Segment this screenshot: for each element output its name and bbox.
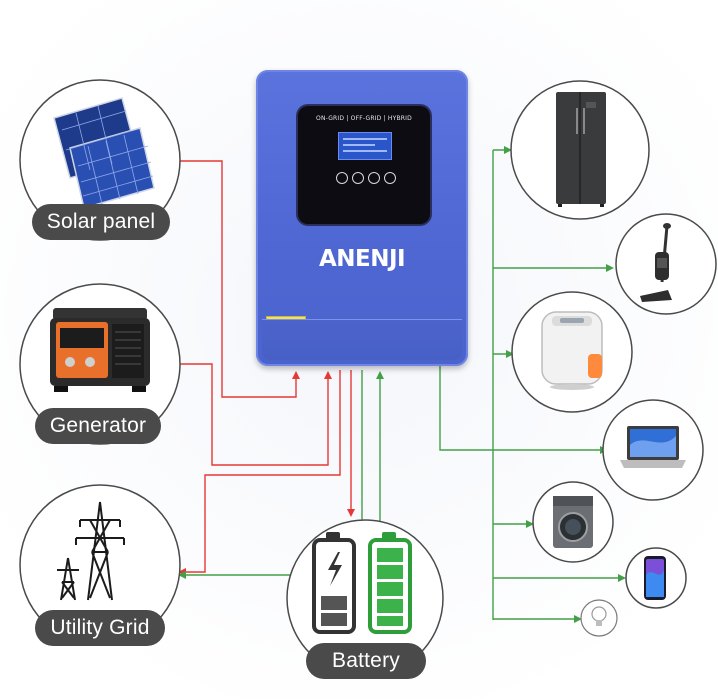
control-button-1[interactable] <box>336 172 348 184</box>
generator-node <box>19 283 181 445</box>
solar-panel-icon <box>53 97 155 212</box>
control-button-3[interactable] <box>368 172 380 184</box>
laptop-icon <box>620 426 686 468</box>
generator-icon <box>50 308 150 392</box>
control-button-2[interactable] <box>352 172 364 184</box>
control-button-4[interactable] <box>384 172 396 184</box>
load-bus <box>439 366 493 451</box>
inverter-mode-text: ON-GRID | OFF-GRID | HYBRID <box>316 115 412 122</box>
solar-panel-label: Solar panel <box>32 204 170 240</box>
solar-panel-node <box>19 79 181 241</box>
light-bulb-icon <box>591 606 607 626</box>
inverter-display-panel: ON-GRID | OFF-GRID | HYBRID <box>298 106 430 224</box>
laptop-node <box>602 399 704 501</box>
lcd-screen <box>338 132 392 160</box>
smartphone-icon <box>644 556 666 600</box>
phone-node <box>625 547 687 609</box>
solar-line <box>180 160 300 398</box>
inverter-terminal-cover <box>262 319 462 360</box>
cordless-vacuum-icon <box>640 223 672 302</box>
grid-red-line <box>178 370 341 576</box>
air-fryer-icon <box>541 311 603 390</box>
air-fryer-node <box>511 291 633 413</box>
washing-machine-node <box>532 481 614 563</box>
inverter: ON-GRID | OFF-GRID | HYBRID ANENJI CAUTI… <box>256 70 468 366</box>
utility-grid-label: Utility Grid <box>35 610 165 646</box>
input-lines <box>178 160 355 576</box>
inverter-brand: ANENJI <box>318 246 406 272</box>
generator-label: Generator <box>35 408 161 444</box>
refrigerator-icon <box>556 92 606 207</box>
utility-grid-node <box>19 484 181 646</box>
light-bulb-node <box>580 599 618 637</box>
refrigerator-node <box>510 80 650 220</box>
power-tower-icon <box>57 501 125 601</box>
vacuum-node <box>615 213 717 315</box>
battery-label: Battery <box>306 643 426 679</box>
washing-machine-icon <box>553 496 593 548</box>
battery-node <box>286 519 444 677</box>
battery-icon <box>312 532 412 634</box>
generator-line <box>180 363 332 466</box>
